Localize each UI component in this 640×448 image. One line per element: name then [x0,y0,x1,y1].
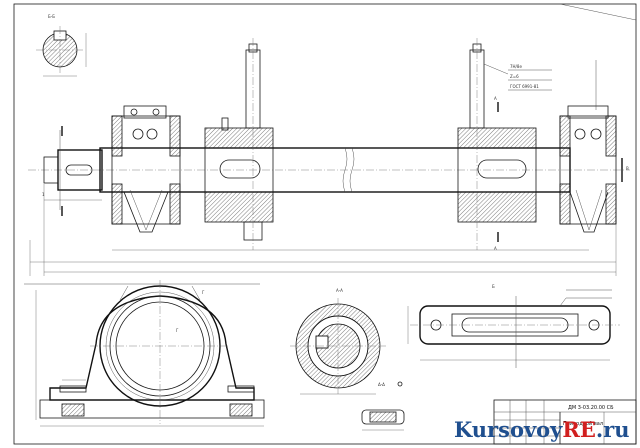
shaft-body [99,147,571,193]
sprocket-hub-left [204,38,274,250]
view-b-label: Б [492,284,495,289]
section-mark-a-bottom: А [494,246,497,251]
spline-callout: 7Н/8e Z=6 ГОСТ 6991-81 [508,64,552,91]
svg-text:1: 1 [42,192,45,197]
shaft-break [342,147,355,193]
sprocket-hub-right [457,38,537,250]
callout-line-1: 7Н/8e [510,64,522,69]
watermark-suffix: .ru [595,417,630,442]
shaft-section-view: Б-Б [36,14,87,77]
watermark-accent: RE [562,417,596,442]
hub-section-view: А-А Δ-Δ [290,288,403,395]
section-mark-a-top: А [494,96,497,101]
site-watermark: KursovoyRE.ru [454,418,636,442]
bearing-unit-right [559,60,617,233]
hub-section-label: А-А [336,288,343,293]
title-block: ДМ 3-03.20.00 СБ Приводной вал [493,399,637,445]
drawing-code: ДМ 3-03.20.00 СБ [568,405,614,411]
svg-text:Г: Г [176,328,179,333]
callout-line-3: ГОСТ 6991-81 [510,84,539,89]
shaft-section-label: Б-Б [48,14,55,19]
top-right-corner-mark [559,3,637,21]
section-mark-v: В [626,166,629,171]
bearing-unit-left [111,105,181,233]
top-view-housing: Б [407,284,620,368]
drawing-title: Приводной вал [563,420,603,427]
sheet-frame [13,3,637,445]
watermark-main: Kursovoy [454,417,563,442]
svg-text:Г: Г [202,290,205,295]
main-shaft-assembly: 1 [28,38,630,276]
key-detail [361,409,405,431]
pillow-block-view: Г Г [24,280,265,427]
svg-text:Δ-Δ: Δ-Δ [378,382,385,387]
callout-line-2: Z=6 [510,74,519,79]
